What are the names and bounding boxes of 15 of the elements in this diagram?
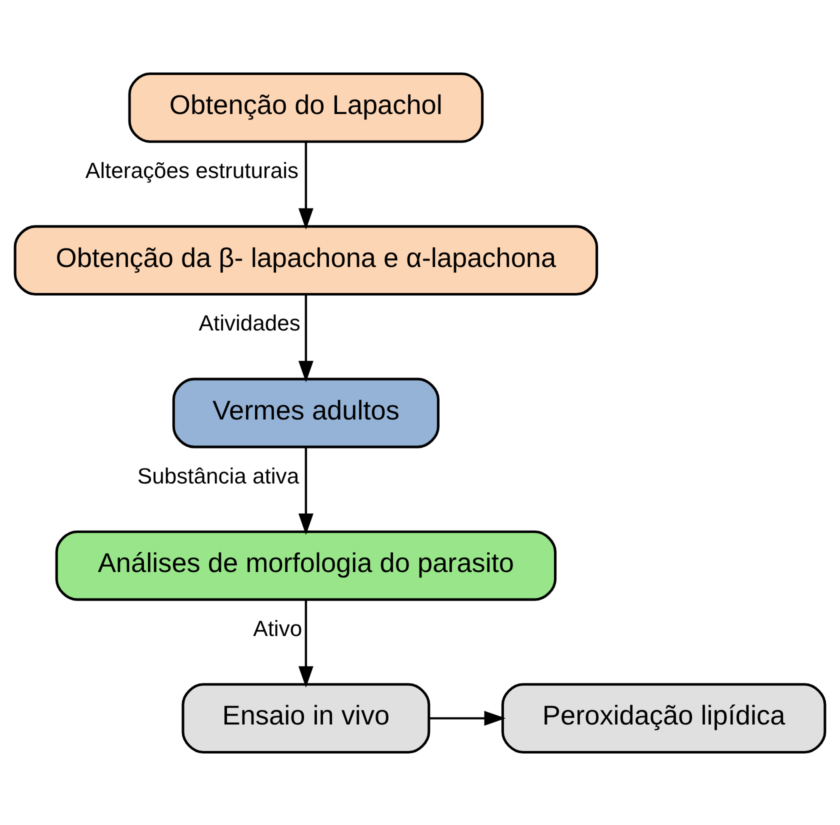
node-box: Obtenção do Lapachol — [128, 72, 484, 142]
arrow — [298, 141, 314, 230]
node-box: Análises de morfologia do parasito — [55, 530, 557, 600]
node-box: Ensaio in vivo — [182, 682, 430, 753]
arrow — [428, 710, 506, 726]
arrow — [298, 294, 314, 382]
edge-label: Substância ativa — [137, 462, 300, 488]
node-box: Peroxidação lipídica — [501, 682, 826, 753]
node-box: Vermes adultos — [172, 377, 440, 448]
arrow — [298, 446, 314, 534]
edge-label: Ativo — [253, 615, 302, 640]
edge-label: Atividades — [198, 310, 300, 336]
arrow — [298, 599, 314, 688]
edge-label: Alterações estruturais — [85, 158, 299, 183]
node-box: Obtenção da β- lapachona e α-lapachona — [14, 224, 598, 296]
